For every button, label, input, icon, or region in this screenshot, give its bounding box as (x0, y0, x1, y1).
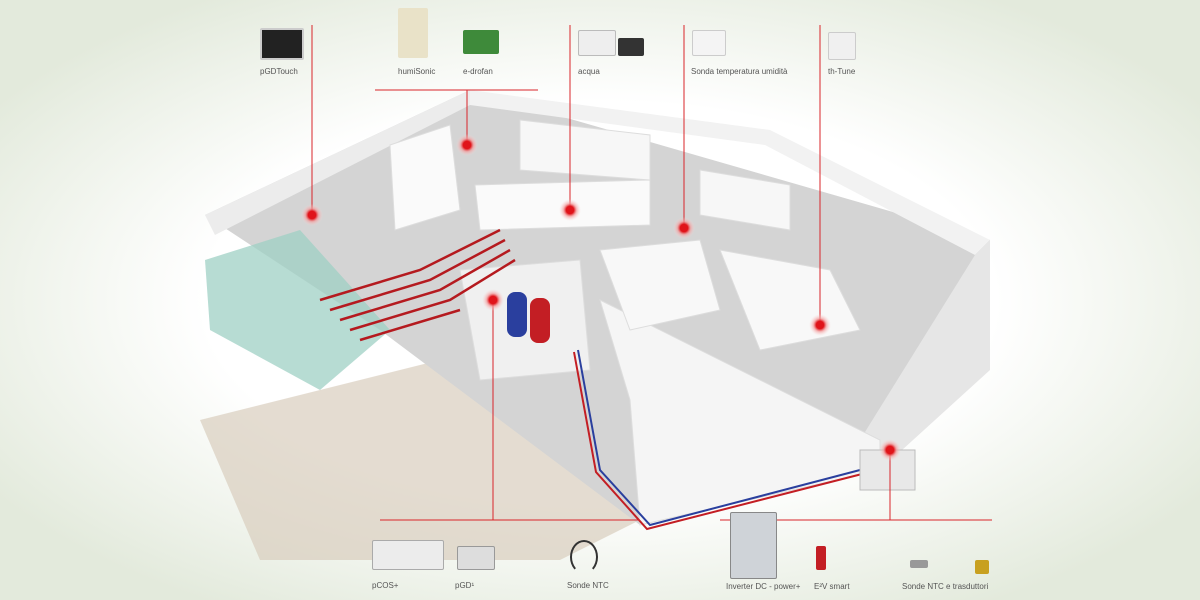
cold-water-tank (507, 292, 527, 337)
bathroom (599, 239, 721, 331)
controller-icon (372, 540, 444, 570)
transducer-icon (975, 560, 989, 574)
label-pcos-plus: pCOS+ (372, 581, 399, 590)
sensor-dot (559, 199, 581, 221)
inverter-icon (730, 512, 777, 579)
thermostat-icon (618, 38, 644, 56)
humidifier-icon (398, 8, 428, 58)
room-terminal-icon (828, 32, 856, 60)
control-board-icon (463, 30, 499, 54)
label-e2v-smart: E²V smart (814, 582, 850, 591)
label-e-drofan: e-drofan (463, 67, 493, 76)
sensor-dot (673, 217, 695, 239)
sensor-dot (809, 314, 831, 336)
interior-wall (699, 169, 791, 231)
wall (205, 90, 470, 235)
label-sonde-ntc: Sonde NTC (567, 581, 609, 590)
glass-room (205, 230, 390, 390)
floor-heating-pipes (319, 228, 516, 342)
hot-water-tank (530, 298, 550, 343)
label-acqua: acqua (578, 67, 600, 76)
sensor-dot (456, 134, 478, 156)
sensor-markers (301, 134, 901, 461)
label-sonde-ntc-trasduttori: Sonde NTC e trasduttori (902, 582, 989, 591)
shelving (389, 124, 461, 231)
wall (470, 90, 990, 255)
thermostat-icon (578, 30, 616, 56)
label-sonda-temperatura-umidita: Sonda temperatura umidità (691, 67, 788, 76)
interior-wall (519, 119, 651, 181)
front-wall (599, 299, 881, 526)
touch-display-icon (260, 28, 304, 60)
valve-icon (816, 546, 826, 570)
probe-icon (570, 540, 598, 574)
callout-lines (311, 25, 992, 521)
gravel-path (200, 360, 640, 560)
sensor-dot (482, 289, 504, 311)
display-terminal-icon (457, 546, 495, 570)
label-th-tune: th-Tune (828, 67, 856, 76)
label-humisonic: humiSonic (398, 67, 436, 76)
label-pgd1: pGD¹ (455, 581, 475, 590)
label-inverter-dc-power: Inverter DC - power+ (726, 582, 801, 591)
pipe-blue (577, 349, 861, 527)
sensor-dot (879, 439, 901, 461)
transducer-icon (910, 560, 928, 568)
wall (860, 240, 990, 470)
sensor-icon (692, 30, 726, 56)
sensor-dot (301, 204, 323, 226)
label-pgdtouch: pGDTouch (260, 67, 298, 76)
pipe-red (573, 351, 863, 531)
